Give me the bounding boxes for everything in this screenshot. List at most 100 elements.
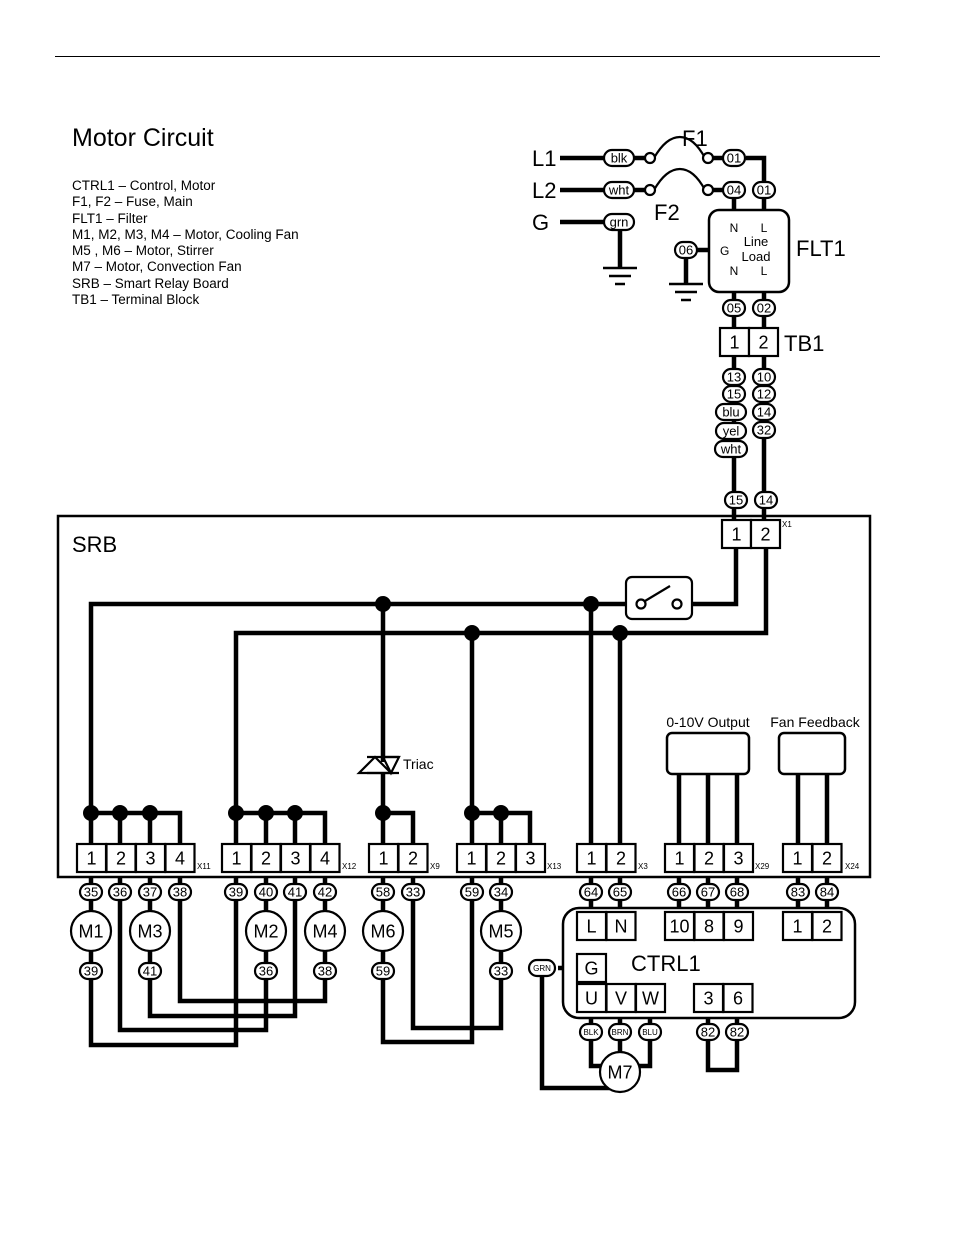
pin-label: 1	[731, 524, 741, 544]
fuse-f1	[653, 135, 706, 159]
wire-tag: 84	[814, 882, 840, 902]
triac-diode	[356, 755, 394, 775]
connector-pin: 2	[811, 910, 843, 942]
wire-tag: grn	[602, 212, 636, 232]
connector-pin: 4	[164, 842, 196, 874]
wire-tag-text: 41	[143, 964, 157, 979]
wire-tag: 33	[400, 882, 426, 902]
page-title: Motor Circuit	[72, 124, 214, 152]
wire-tag-outline	[137, 961, 163, 981]
wire-tag-text: 10	[757, 370, 771, 385]
wire-tag-outline	[714, 421, 748, 441]
wire-tag: 13	[721, 367, 747, 387]
pin-outline	[692, 982, 725, 1014]
wire-tag-text: grn	[610, 215, 629, 230]
wire-tag-outline	[666, 882, 692, 902]
junction-dot	[112, 805, 128, 821]
wire-tag-text: 36	[113, 885, 127, 900]
wire-tag: 02	[751, 298, 777, 318]
connector-pin: 2	[811, 842, 843, 874]
pin-label: N	[615, 916, 628, 936]
wire-tag-outline	[578, 1022, 604, 1042]
pin-label: 2	[496, 848, 506, 868]
relay-contact	[635, 598, 647, 610]
pin-outline	[663, 842, 696, 874]
wire-tag-text: 02	[757, 301, 771, 316]
pin-outline	[811, 842, 843, 874]
label-fan-feedback: Fan Feedback	[770, 714, 860, 730]
pin-label: 1	[86, 848, 96, 868]
flt1-load: Load	[742, 249, 771, 264]
connector-name: X13	[547, 862, 562, 871]
motor-m5: M5	[479, 909, 523, 953]
top-rule	[55, 56, 880, 57]
pin-outline	[575, 952, 608, 984]
wire	[638, 1040, 653, 1069]
connector-pin: 3	[279, 842, 312, 874]
wire-tag-outline	[607, 882, 633, 902]
junction-dot	[493, 805, 509, 821]
legend: CTRL1 – Control, Motor F1, F2 – Fuse, Ma…	[72, 178, 299, 308]
tb1-pin: 2	[747, 326, 780, 358]
flt1-n-bot: N	[730, 264, 739, 278]
wire-tag-text: GRN	[533, 964, 551, 973]
wire-tag-text: BRN	[612, 1028, 629, 1037]
relay-blade	[644, 585, 671, 602]
motor-outline	[303, 909, 347, 953]
wire-tag-text: blu	[722, 405, 739, 420]
label-g: G	[532, 210, 549, 235]
junction-dot	[464, 805, 480, 821]
wire	[472, 810, 533, 848]
wire	[88, 899, 239, 1048]
wire-tag-text: 01	[757, 183, 771, 198]
connector-name: X24	[845, 862, 860, 871]
wire-tag: 83	[785, 882, 811, 902]
pin-label: 1	[586, 848, 596, 868]
connector-pin: 2	[250, 842, 282, 874]
connector-name: X1	[782, 520, 792, 529]
wire-tag-outline	[78, 961, 104, 981]
wire-tag: 34	[488, 882, 514, 902]
legend-item: M7 – Motor, Convection Fan	[72, 259, 242, 275]
connector-pin: N	[605, 910, 637, 942]
connector-pin: 9	[722, 910, 755, 942]
motor-label: M3	[137, 922, 162, 942]
junction-dot	[375, 596, 391, 612]
wire-tag-outline	[488, 882, 514, 902]
motor-label: M6	[370, 922, 395, 942]
pin-outline	[663, 910, 696, 942]
legend-item: SRB – Smart Relay Board	[72, 275, 229, 291]
wire-tag-outline	[607, 1022, 633, 1042]
wire-tag: 36	[107, 882, 133, 902]
pin-label: 1	[729, 332, 739, 352]
wire-tag: 12	[751, 384, 777, 404]
wire-tag-text: 40	[259, 885, 273, 900]
wire	[233, 548, 769, 848]
motor-label: M2	[253, 922, 278, 942]
wire-tag-outline	[78, 882, 104, 902]
connector-name: X12	[342, 862, 357, 871]
wire-tag: 14	[751, 402, 777, 422]
pin-outline	[279, 842, 312, 874]
wire-tag-outline	[312, 882, 338, 902]
pin-outline	[781, 910, 814, 942]
wire-tag-outline	[312, 961, 338, 981]
wire-tag: 59	[459, 882, 485, 902]
pin-label: 6	[733, 988, 743, 1008]
pin-outline	[811, 910, 843, 942]
srb-board	[56, 514, 872, 879]
wire-tag-outline	[527, 958, 557, 978]
junction-dot	[83, 805, 99, 821]
pin-outline	[397, 842, 429, 874]
pin-outline	[164, 842, 196, 874]
label-0-10v-output: 0-10V Output	[666, 714, 749, 730]
flt1-l-top: L	[761, 221, 768, 235]
fan-feedback-box	[777, 731, 847, 776]
wire-tag-outline	[751, 402, 777, 422]
ground-symbol	[669, 282, 703, 302]
wire-tag-outline	[714, 402, 748, 422]
tb1-pin: 1	[718, 326, 751, 358]
pin-label: 2	[704, 848, 714, 868]
wire-tag: 38	[312, 961, 338, 981]
wire-tag-text: 33	[494, 964, 508, 979]
